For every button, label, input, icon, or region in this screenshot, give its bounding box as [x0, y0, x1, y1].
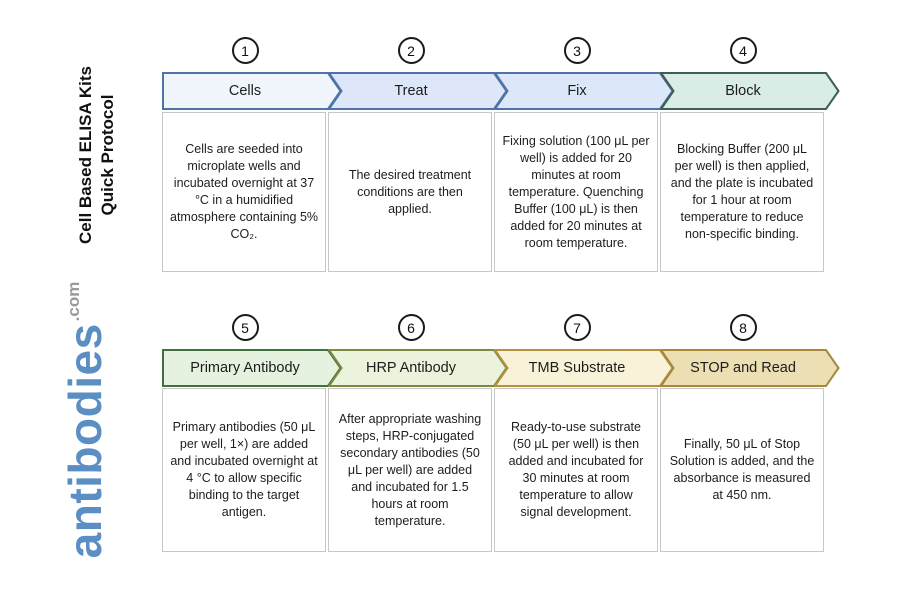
step-number: 5 — [241, 319, 249, 336]
step-number-badge: 3 — [563, 37, 591, 64]
protocol-step: 8 STOP and Read Finally, 50 μL of Stop S… — [660, 314, 840, 552]
step-number-badge: 1 — [231, 37, 259, 64]
step-label: Fix — [567, 83, 587, 99]
step-number: 2 — [407, 42, 415, 59]
step-description-box: Fixing solution (100 μL per well) is add… — [494, 112, 658, 272]
step-description: Cells are seeded into microplate wells a… — [170, 142, 319, 241]
poster-title-line2: Quick Protocol — [98, 94, 118, 216]
step-label: TMB Substrate — [528, 360, 626, 376]
step-number: 6 — [407, 319, 415, 336]
step-description-box: Primary antibodies (50 μL per well, 1×) … — [162, 388, 326, 552]
step-description: Fixing solution (100 μL per well) is add… — [502, 133, 650, 250]
step-number-badge: 5 — [231, 314, 259, 341]
protocol-step: 1 Cells Cells are seeded into microplate… — [162, 37, 342, 272]
step-number: 3 — [573, 42, 581, 59]
step-number-badge: 7 — [563, 314, 591, 341]
step-description-box: Blocking Buffer (200 μL per well) is the… — [660, 112, 824, 272]
step-number-badge: 2 — [397, 37, 425, 64]
protocol-step: 4 Block Blocking Buffer (200 μL per well… — [660, 37, 840, 272]
logo-wordmark: antibodies — [59, 323, 111, 559]
step-number-badge: 4 — [729, 37, 757, 64]
step-description: The desired treatment conditions are the… — [348, 167, 472, 216]
step-description-box: The desired treatment conditions are the… — [328, 112, 492, 272]
step-description-box: Ready-to-use substrate (50 μL per well) … — [494, 388, 658, 552]
step-description-box: Finally, 50 μL of Stop Solution is added… — [660, 388, 824, 552]
step-number-badge: 8 — [729, 314, 757, 341]
poster-title-line1: Cell Based ELISA Kits — [76, 66, 95, 244]
step-number: 7 — [573, 319, 581, 336]
step-label: HRP Antibody — [365, 360, 456, 376]
step-description: Primary antibodies (50 μL per well, 1×) … — [170, 420, 318, 519]
logo-domain-suffix: .com — [64, 281, 83, 322]
step-description: After appropriate washing steps, HRP-con… — [338, 411, 482, 528]
step-description: Ready-to-use substrate (50 μL per well) … — [508, 420, 644, 519]
step-label: Cells — [228, 83, 262, 99]
step-label: Treat — [394, 83, 428, 99]
protocol-step: 3 Fix Fixing solution (100 μL per well) … — [494, 37, 674, 272]
step-arrow-icon — [660, 72, 840, 110]
step-label: Primary Antibody — [190, 360, 300, 376]
protocol-step: 5 Primary Antibody Primary antibodies (5… — [162, 314, 342, 552]
protocol-step: 6 HRP Antibody After appropriate washing… — [328, 314, 508, 552]
step-description-box: After appropriate washing steps, HRP-con… — [328, 388, 492, 552]
step-description-box: Cells are seeded into microplate wells a… — [162, 112, 326, 272]
step-number-badge: 6 — [397, 314, 425, 341]
step-arrow-icon — [660, 349, 840, 387]
protocol-step: 7 TMB Substrate Ready-to-use substrate (… — [494, 314, 674, 552]
protocol-step: 2 Treat The desired treatment conditions… — [328, 37, 508, 272]
step-number: 8 — [739, 319, 747, 336]
step-description: Finally, 50 μL of Stop Solution is added… — [669, 437, 815, 502]
antibodies-logo: antibodies.com — [58, 265, 122, 575]
step-label: Block — [725, 83, 761, 99]
step-number: 1 — [241, 42, 249, 59]
step-description: Blocking Buffer (200 μL per well) is the… — [670, 142, 814, 241]
poster-title: Cell Based ELISA Kits Quick Protocol — [75, 35, 119, 275]
step-label: STOP and Read — [690, 360, 796, 376]
step-number: 4 — [739, 42, 747, 59]
